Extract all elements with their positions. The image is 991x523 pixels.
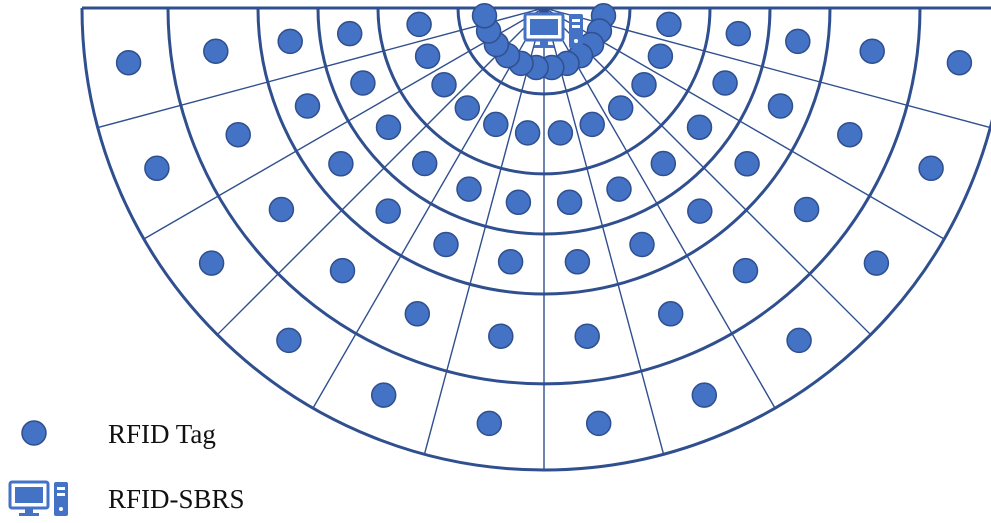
rfid-tag: [375, 114, 402, 141]
rfid-tag: [476, 410, 503, 437]
rfid-tag: [574, 323, 600, 349]
rfid-tag: [579, 111, 605, 138]
grid-sector-divider: [312, 7, 545, 409]
grid-sector-divider: [543, 7, 945, 240]
rfid-tag: [336, 20, 363, 47]
grid-sector-divider: [423, 7, 545, 455]
rfid-tag: [433, 231, 459, 258]
rfid-tag: [767, 93, 794, 119]
rfid-tag: [785, 28, 811, 55]
rfid-tag: [411, 150, 438, 177]
rfid-tag: [793, 196, 820, 223]
rfid-tag: [505, 189, 532, 216]
grid-sector-divider: [543, 7, 776, 409]
rfid-tag: [585, 410, 612, 437]
rfid-tag: [329, 257, 356, 284]
legend-reader-icon: [8, 480, 68, 516]
legend-tag-icon: [21, 420, 47, 446]
rfid-tag: [734, 151, 760, 177]
rfid-tag: [404, 301, 431, 327]
rfid-tag: [918, 155, 944, 182]
rfid-tag: [650, 150, 677, 177]
rfid-tag: [488, 323, 514, 349]
rfid-tag: [647, 43, 674, 69]
rfid-tag: [859, 38, 885, 64]
rfid-tag: [115, 49, 142, 76]
rfid-tag: [629, 231, 655, 258]
rfid-tag: [350, 70, 376, 96]
rfid-tag: [606, 176, 632, 202]
rfid-tag: [657, 301, 684, 327]
rfid-tag: [277, 28, 303, 55]
rfid-tag: [294, 93, 321, 119]
rfid-tag: [406, 11, 432, 38]
rfid-tag: [198, 250, 225, 276]
rfid-tag: [712, 70, 738, 96]
reader-icon: [523, 12, 583, 48]
rfid-tag: [497, 249, 524, 275]
grid-sector-divider: [543, 7, 665, 455]
rfid-tag: [370, 382, 397, 408]
rfid-tag: [514, 120, 541, 146]
tag-layer: [115, 3, 973, 437]
rfid-tag: [732, 257, 759, 284]
rfid-tag: [328, 151, 354, 177]
rfid-tag: [946, 49, 973, 76]
rfid-tag: [276, 327, 302, 354]
rfid-tag: [375, 198, 401, 224]
grid-sector-divider: [143, 7, 545, 240]
rfid-tag: [631, 71, 657, 98]
rfid-tag: [414, 43, 441, 69]
rfid-tag: [564, 249, 591, 275]
rfid-tag: [607, 95, 634, 121]
rfid-tag: [547, 120, 574, 146]
legend-tag-label: RFID Tag: [108, 419, 216, 449]
rfid-tag: [725, 20, 752, 47]
rfid-tag: [144, 155, 170, 182]
rfid-tag: [431, 71, 457, 98]
grid-sector-divider: [97, 7, 545, 129]
rfid-tag: [203, 38, 229, 64]
rfid-tag: [691, 382, 718, 408]
rfid-tag: [656, 11, 682, 38]
rfid-tag: [863, 250, 890, 276]
rfid-tag: [483, 111, 509, 138]
rfid-tag: [456, 176, 482, 202]
sector-grid: [80, 6, 991, 472]
rfid-tag: [268, 196, 295, 223]
rfid-tag: [225, 121, 251, 148]
rfid-tag: [686, 114, 713, 141]
grid-sector-divider: [543, 7, 872, 336]
rfid-tag: [454, 95, 481, 121]
rfid-tag: [837, 121, 863, 148]
legend-reader-label: RFID-SBRS: [108, 484, 245, 514]
rfid-tag: [556, 189, 583, 216]
grid-sector-divider: [216, 7, 545, 336]
rfid-tag: [471, 3, 498, 29]
legend: RFID Tag RFID-SBRS: [8, 419, 245, 516]
rfid-tag: [786, 327, 812, 354]
grid-sector-divider: [543, 7, 991, 129]
rfid-tag: [687, 198, 713, 224]
